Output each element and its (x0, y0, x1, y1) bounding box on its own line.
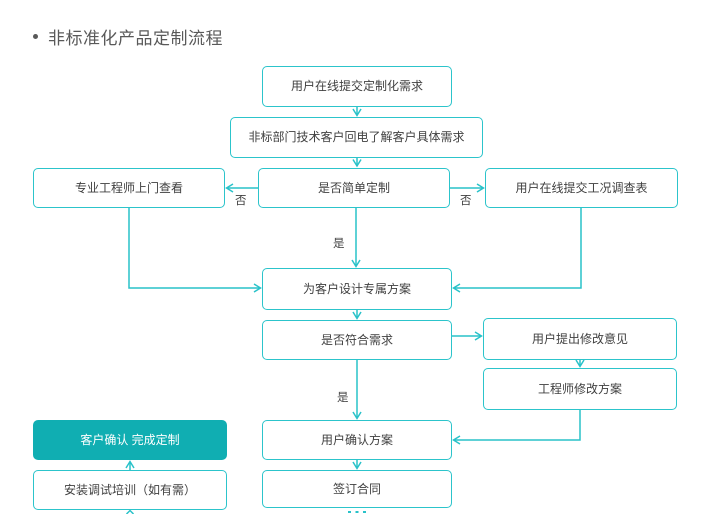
flow-node-install-training: 安装调试培训（如有需） (33, 470, 227, 510)
flow-node-survey-form: 用户在线提交工况调查表 (485, 168, 678, 208)
flow-node-simple-decision: 是否简单定制 (258, 168, 450, 208)
edge-label-yes-design: 是 (333, 238, 345, 250)
flow-node-meets-decision: 是否符合需求 (262, 320, 452, 360)
edge-stub-below-training (125, 509, 135, 514)
flow-node-complete: 客户确认 完成定制 (33, 420, 227, 460)
flow-node-revise-plan: 工程师修改方案 (483, 368, 677, 410)
flow-node-confirm-plan: 用户确认方案 (262, 420, 452, 460)
flow-node-online-submit: 用户在线提交定制化需求 (262, 66, 452, 107)
slide-title: 非标准化产品定制流程 (48, 29, 223, 48)
edge-label-no-left: 否 (235, 195, 247, 207)
flow-node-callback: 非标部门技术客户回电了解客户具体需求 (230, 117, 483, 158)
flow-node-engineer-visit: 专业工程师上门查看 (33, 168, 225, 208)
flow-node-feedback: 用户提出修改意见 (483, 318, 677, 360)
slide-title-row: 非标准化产品定制流程 (33, 24, 223, 49)
edge-survey-to-design (452, 208, 582, 293)
flow-node-design-plan: 为客户设计专属方案 (262, 268, 452, 310)
edge-label-yes-confirm: 是 (337, 392, 349, 404)
edge-label-no-right: 否 (460, 195, 472, 207)
edge-revise-to-confirm (452, 410, 581, 445)
flow-node-sign-contract: 签订合同 (262, 470, 452, 508)
edge-visit-to-design (128, 208, 262, 293)
bullet-icon (33, 34, 38, 39)
